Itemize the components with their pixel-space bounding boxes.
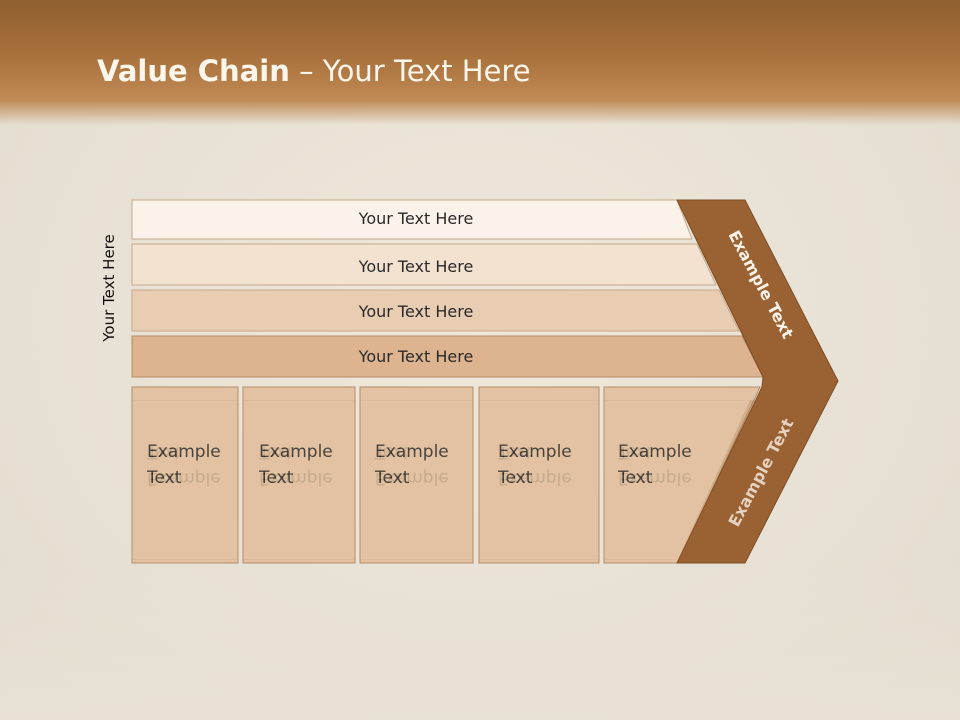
- bar-2: [131, 243, 717, 286]
- bar-label-1: Your Text Here: [358, 209, 474, 228]
- box-1: [131, 386, 239, 564]
- bar-1: [131, 199, 693, 240]
- bar-label-4: Your Text Here: [358, 347, 474, 366]
- title-rest: – Your Text Here: [289, 54, 531, 88]
- box-3: [359, 386, 474, 564]
- page-title: Value Chain – Your Text Here: [97, 54, 531, 88]
- box-text-1: Example Text: [147, 442, 221, 488]
- box-text-3: Example Text: [375, 442, 449, 488]
- bar-label-3: Your Text Here: [358, 302, 474, 321]
- header-band: [0, 0, 960, 125]
- title-bold: Value Chain: [97, 54, 290, 88]
- bar-3: [131, 289, 740, 332]
- box-4: [478, 386, 600, 564]
- box-2: [242, 386, 356, 564]
- box-text-2: Example Text: [259, 442, 333, 488]
- box-text-5: Example Text: [618, 442, 692, 488]
- bar-label-2: Your Text Here: [358, 257, 474, 276]
- box-text-4: Example Text: [498, 442, 572, 488]
- reflection-fade: [0, 563, 960, 720]
